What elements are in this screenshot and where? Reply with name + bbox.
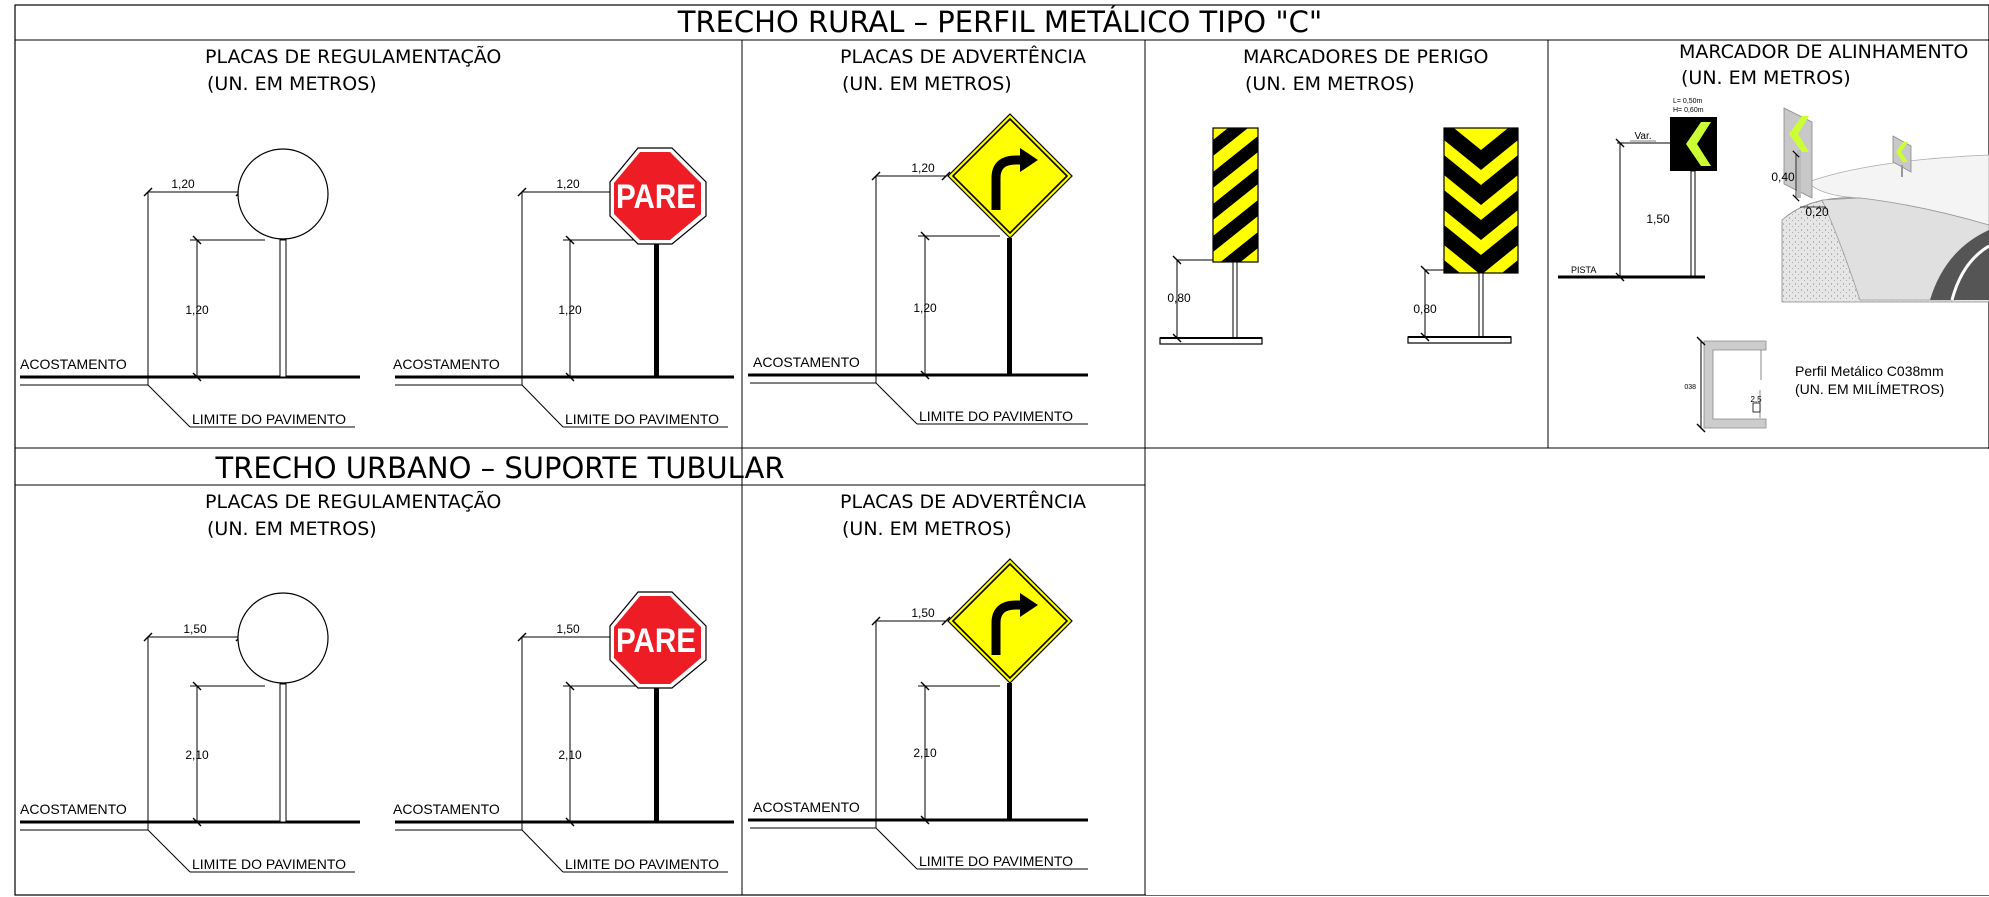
circle-sign-diagram: 1,50 2,10 ACOSTAMENTO LIMITE DO PAVIMENT… xyxy=(20,592,360,873)
limit-label: LIMITE DO PAVIMENTO xyxy=(919,853,1073,869)
urban-regulamentacao-panel: PLACAS DE REGULAMENTAÇÃO (UN. EM METROS)… xyxy=(20,490,734,873)
hazard-marker-left: 0,80 xyxy=(1159,127,1263,345)
offset-dim: 1,20 xyxy=(911,161,935,175)
stop-sign-text: PARE xyxy=(616,178,696,216)
shoulder-label: ACOSTAMENTO xyxy=(20,356,127,372)
profile-units: (UN. EM MILÍMETROS) xyxy=(1795,381,1944,397)
var-label: Var. xyxy=(1634,131,1651,142)
panel-heading: MARCADOR DE ALINHAMENTO xyxy=(1679,41,1968,63)
metal-post xyxy=(1007,238,1012,375)
chevron-left-icon xyxy=(1686,122,1711,166)
panel-units: (UN. EM METROS) xyxy=(1681,67,1851,89)
height-dim: 2,10 xyxy=(913,746,937,760)
shoulder-label: ACOSTAMENTO xyxy=(393,801,500,817)
rural-title: TRECHO RURAL – PERFIL METÁLICO TIPO "C" xyxy=(677,5,1323,39)
warning-sign xyxy=(947,558,1073,684)
tubular-post xyxy=(279,239,287,378)
height-dim: 1,20 xyxy=(913,301,937,315)
tubular-post xyxy=(279,683,287,823)
metal-post xyxy=(654,244,659,377)
c-profile-shape xyxy=(1703,340,1767,429)
offset-dim: 1,50 xyxy=(183,622,207,636)
offset-dim: 1,20 xyxy=(556,177,580,191)
metal-post xyxy=(1007,683,1012,820)
road-label: PISTA xyxy=(1571,265,1596,275)
hazard-marker-right: 0,80 xyxy=(1407,127,1519,344)
urban-advertencia-panel: PLACAS DE ADVERTÊNCIA (UN. EM METROS) 1,… xyxy=(748,490,1088,870)
warning-sign-diagram: 1,20 1,20 ACOSTAMENTO LIMITE DO PAVIMENT… xyxy=(748,113,1088,425)
panel-heading: PLACAS DE ADVERTÊNCIA xyxy=(840,45,1086,68)
rural-regulamentacao-panel: PLACAS DE REGULAMENTAÇÃO (UN. EM METROS)… xyxy=(20,45,734,428)
warning-sign xyxy=(947,113,1073,239)
limit-label: LIMITE DO PAVIMENTO xyxy=(565,856,719,872)
stop-sign-text: PARE xyxy=(616,622,696,660)
panel-heading: PLACAS DE REGULAMENTAÇÃO xyxy=(205,490,501,513)
panel-height-dim: 0,40 xyxy=(1771,170,1795,184)
panel-units: (UN. EM METROS) xyxy=(1245,73,1415,95)
panel-units: (UN. EM METROS) xyxy=(842,73,1012,95)
sign-size-l: L= 0,50m xyxy=(1673,98,1703,105)
offset-dim: 1,20 xyxy=(171,177,195,191)
profile-title: Perfil Metálico C038mm xyxy=(1795,363,1944,379)
shoulder-label: ACOSTAMENTO xyxy=(393,356,500,372)
panel-heading: PLACAS DE REGULAMENTAÇÃO xyxy=(205,45,501,68)
height-dim: 0,80 xyxy=(1413,302,1437,316)
right-curve-arrow-icon xyxy=(991,155,1022,210)
panel-units: (UN. EM METROS) xyxy=(207,518,377,540)
panel-offset-dim: 0,20 xyxy=(1805,205,1829,219)
height-dim: 2,10 xyxy=(558,748,582,762)
profile-thickness: 2,5 xyxy=(1750,395,1762,404)
limit-label: LIMITE DO PAVIMENTO xyxy=(192,411,346,427)
limit-label: LIMITE DO PAVIMENTO xyxy=(192,856,346,872)
panel-units: (UN. EM METROS) xyxy=(842,518,1012,540)
offset-dim: 1,50 xyxy=(556,622,580,636)
right-curve-arrow-icon xyxy=(991,600,1022,655)
alignment-perspective: 0,40 0,20 xyxy=(1771,107,1989,303)
metal-post xyxy=(654,688,659,822)
height-dim: 1,20 xyxy=(185,303,209,317)
height-dim: 1,20 xyxy=(558,303,582,317)
limit-label: LIMITE DO PAVIMENTO xyxy=(919,408,1073,424)
shoulder-label: ACOSTAMENTO xyxy=(753,799,860,815)
warning-sign-diagram: 1,50 2,10 ACOSTAMENTO LIMITE DO PAVIMENT… xyxy=(748,558,1088,870)
frame xyxy=(14,4,1989,896)
height-dim: 2,10 xyxy=(185,748,209,762)
shoulder-label: ACOSTAMENTO xyxy=(20,801,127,817)
circle-sign xyxy=(237,148,329,240)
panel-heading: PLACAS DE ADVERTÊNCIA xyxy=(840,490,1086,513)
height-dim: 1,50 xyxy=(1646,212,1670,226)
height-dim: 0,80 xyxy=(1167,291,1191,305)
stop-sign xyxy=(614,596,701,684)
panel-units: (UN. EM METROS) xyxy=(207,73,377,95)
circle-sign-diagram: 1,20 1,20 ACOSTAMENTO LIMITE DO PAVIMENT… xyxy=(20,148,360,428)
stop-sign xyxy=(614,152,701,240)
rural-advertencia-panel: PLACAS DE ADVERTÊNCIA (UN. EM METROS) 1,… xyxy=(748,45,1088,425)
sign-size-h: H= 0,60m xyxy=(1673,107,1704,114)
alignment-marker-elevation: L= 0,50m H= 0,60m Var. 1,50 PISTA xyxy=(1558,98,1717,282)
alinhamento-panel: MARCADOR DE ALINHAMENTO (UN. EM METROS) … xyxy=(1558,41,1989,433)
stop-sign-diagram: PARE 1,20 1,20 ACOSTAMENTO LIMITE DO PAV… xyxy=(393,147,734,428)
urban-title: TRECHO URBANO – SUPORTE TUBULAR xyxy=(215,451,785,485)
stop-sign-diagram: PARE 1,50 2,10 ACOSTAMENTO LIMITE DO PAV… xyxy=(393,591,734,873)
shoulder-label: ACOSTAMENTO xyxy=(753,354,860,370)
circle-sign xyxy=(237,592,329,684)
perigo-panel: MARCADORES DE PERIGO (UN. EM METROS) 0,8… xyxy=(1159,46,1519,345)
limit-label: LIMITE DO PAVIMENTO xyxy=(565,411,719,427)
profile-dim: 038 xyxy=(1684,384,1696,391)
c-profile-section: 038 2,5 Perfil Metálico C038mm (UN. EM M… xyxy=(1684,336,1944,433)
panel-heading: MARCADORES DE PERIGO xyxy=(1243,46,1488,68)
offset-dim: 1,50 xyxy=(911,606,935,620)
